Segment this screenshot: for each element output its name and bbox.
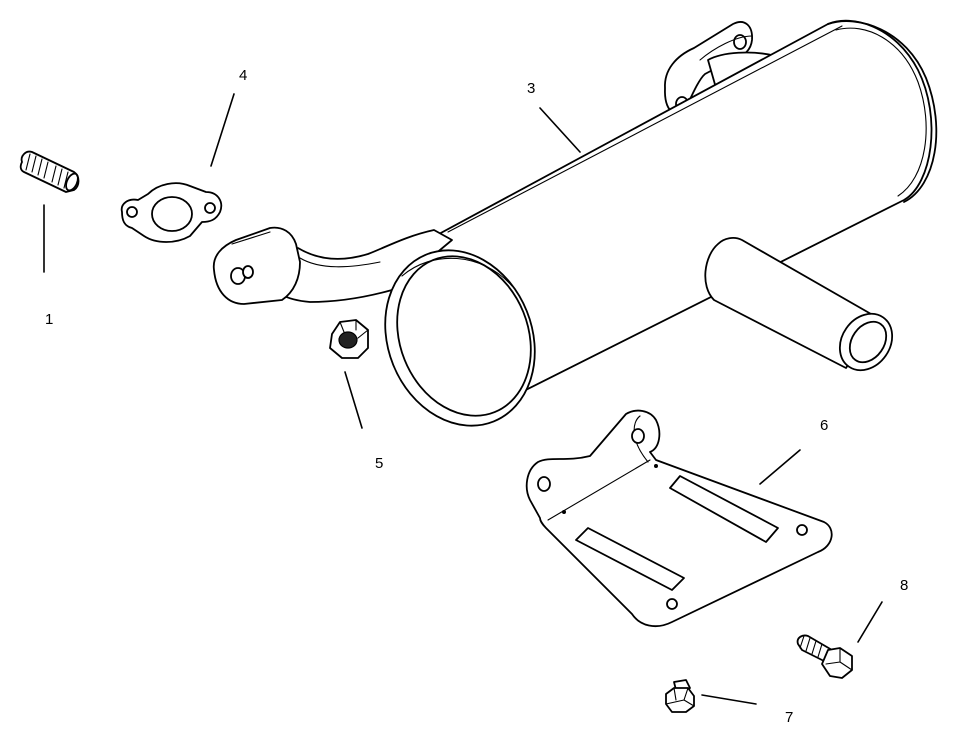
leader-line-8 — [857, 601, 883, 643]
callout-5: 5 — [375, 455, 383, 472]
leader-lines — [43, 93, 883, 705]
callout-6: 6 — [820, 417, 828, 434]
callout-1: 1 — [45, 311, 53, 328]
leader-line-6 — [759, 449, 801, 485]
leader-line-5 — [344, 371, 363, 429]
bracket-part-6 — [525, 409, 833, 628]
stud-part-1 — [19, 150, 80, 193]
callout-labels: 1 3 4 5 6 7 8 — [45, 67, 908, 726]
bolt-part-7 — [665, 679, 695, 713]
leader-line-7 — [701, 694, 757, 705]
bolt-part-8 — [796, 634, 853, 679]
muffler-part-3 — [212, 19, 938, 427]
leader-line-3 — [539, 107, 581, 153]
callout-8: 8 — [900, 577, 908, 594]
nut-part-5 — [329, 319, 369, 359]
leader-line-4 — [210, 93, 235, 167]
callout-4: 4 — [239, 67, 247, 84]
callout-7: 7 — [785, 709, 793, 726]
gasket-part-4 — [120, 182, 223, 243]
callout-3: 3 — [527, 80, 535, 97]
